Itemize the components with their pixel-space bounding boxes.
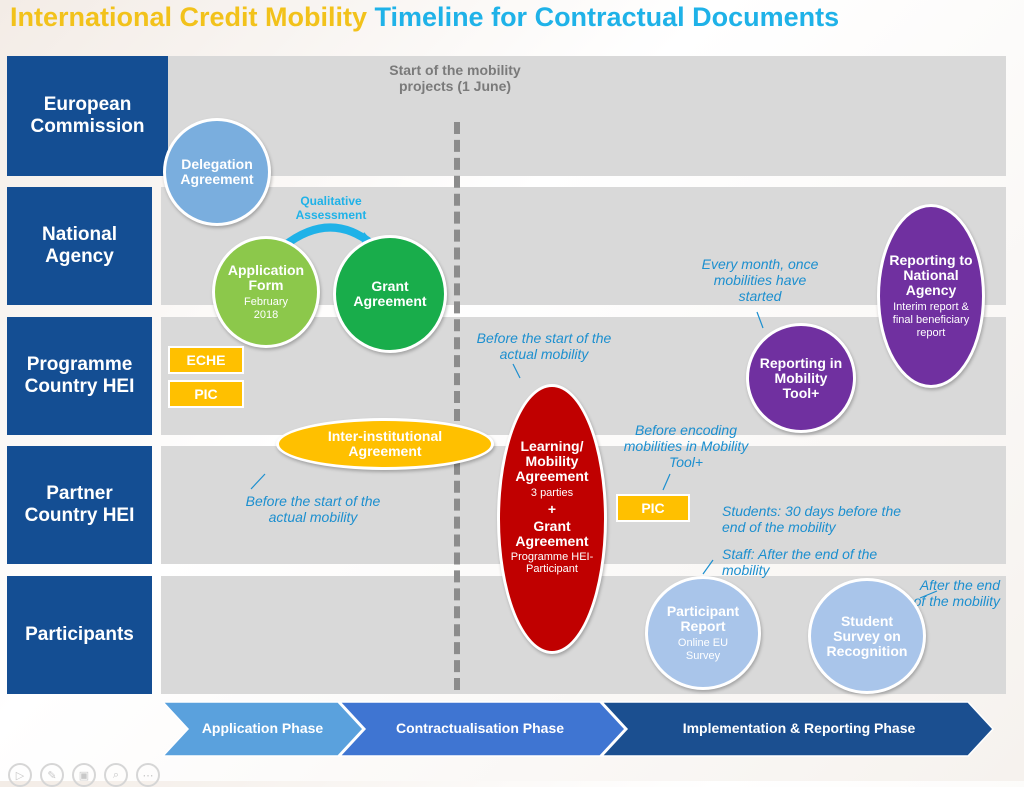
application-form-title: Application Form	[227, 261, 305, 293]
presentation-toolbar: ▷ ✎ ▣ ⌕ ⋯	[8, 763, 160, 787]
application-form-date: February 2018	[243, 295, 289, 321]
learning-agreement-title: Learning/ Mobility Agreement	[515, 438, 589, 484]
delegation-agreement-title: Delegation Agreement	[180, 156, 254, 187]
student-survey-node: Student Survey on Recognition	[808, 578, 926, 694]
pic-tag-partner: PIC	[616, 494, 690, 522]
delegation-agreement-node: Delegation Agreement	[163, 118, 271, 226]
page-title: International Credit Mobility Timeline f…	[10, 2, 839, 33]
phase-arrow-contractualisation	[338, 701, 627, 757]
learning-mobility-agreement-node: Learning/ Mobility Agreement 3 parties +…	[497, 384, 607, 654]
reporting-national-agency-title: Reporting to National Agency	[889, 251, 973, 298]
grant-agreement-node: Grant Agreement	[333, 235, 447, 353]
inter-institutional-agreement-title: Inter-institutional Agreement	[327, 428, 443, 459]
reporting-mobility-tool-title: Reporting in Mobility Tool+	[759, 354, 843, 401]
more-icon[interactable]: ⋯	[136, 763, 160, 787]
zoom-icon[interactable]: ⌕	[104, 763, 128, 787]
eche-tag: ECHE	[168, 346, 244, 374]
title-part-1: International Credit Mobility	[10, 2, 368, 32]
application-form-node: Application Form February 2018	[212, 236, 320, 348]
phase-arrow-implementation	[600, 701, 995, 757]
note-before-start-bottom: Before the start of the actual mobility	[245, 493, 381, 525]
participant-report-node: Participant Report Online EU Survey	[645, 576, 761, 690]
grant-agreement-title: Grant Agreement	[353, 278, 427, 309]
note-before-start-top: Before the start of the actual mobility	[476, 330, 612, 362]
phase-arrow-application	[161, 701, 365, 757]
pic-tag-programme: PIC	[168, 380, 244, 408]
qualitative-assessment-label: Qualitative Assessment	[295, 194, 367, 222]
learning-agreement-sub: Programme HEI-Participant	[510, 551, 594, 575]
phase-label-application: Application Phase	[201, 720, 324, 736]
row-label-participants: Participants	[7, 576, 152, 694]
learning-agreement-parties: 3 parties	[530, 487, 574, 499]
play-icon[interactable]: ▷	[8, 763, 32, 787]
note-every-month: Every month, once mobilities have starte…	[701, 256, 819, 304]
inter-institutional-agreement-node: Inter-institutional Agreement	[276, 418, 494, 470]
reporting-national-agency-sub: Interim report & final beneficiary repor…	[892, 300, 970, 339]
learning-grant-agreement-title: Grant Agreement	[515, 518, 589, 549]
note-staff: Staff: After the end of the mobility	[722, 546, 878, 578]
start-marker-label: Start of the mobility projects (1 June)	[389, 62, 521, 94]
note-before-encoding: Before encoding mobilities in Mobility T…	[623, 422, 749, 470]
phase-label-contractualisation: Contractualisation Phase	[395, 720, 565, 736]
row-label-partner-hei: Partner Country HEI	[7, 446, 152, 564]
participant-report-title: Participant Report	[666, 602, 740, 634]
learning-agreement-plus: +	[547, 501, 557, 517]
phase-label-implementation: Implementation & Reporting Phase	[682, 720, 916, 736]
participant-report-sub: Online EU Survey	[677, 636, 729, 662]
row-label-national-agency: National Agency	[7, 187, 152, 305]
row-label-programme-hei: Programme Country HEI	[7, 317, 152, 435]
reporting-national-agency-node: Reporting to National Agency Interim rep…	[877, 204, 985, 388]
band-european-commission	[161, 56, 1006, 176]
reporting-mobility-tool-node: Reporting in Mobility Tool+	[746, 323, 856, 433]
note-students: Students: 30 days before the end of the …	[722, 503, 902, 535]
title-part-2: Timeline for Contractual Documents	[374, 2, 840, 32]
row-label-european-commission: European Commission	[7, 56, 168, 176]
note-after-end: After the end of the mobility	[913, 577, 1000, 609]
student-survey-title: Student Survey on Recognition	[826, 612, 908, 659]
screen-icon[interactable]: ▣	[72, 763, 96, 787]
start-marker-line	[454, 122, 460, 690]
pen-icon[interactable]: ✎	[40, 763, 64, 787]
